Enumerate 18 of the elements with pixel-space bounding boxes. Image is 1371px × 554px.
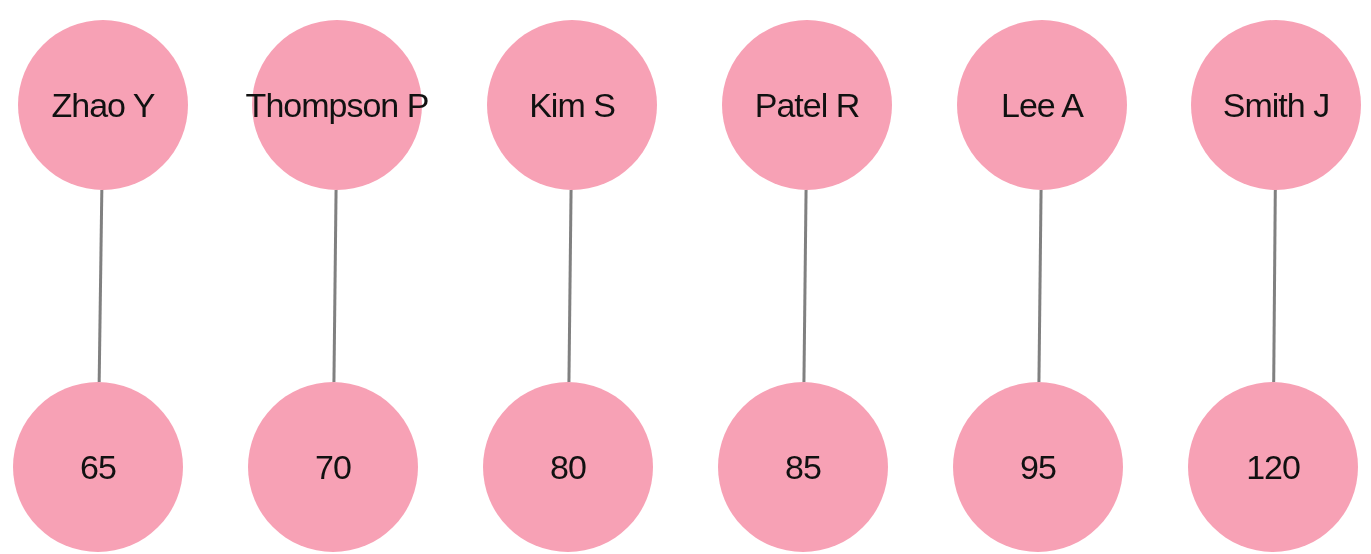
node-label: 65 <box>80 447 116 487</box>
node-label: Thompson P <box>245 85 429 125</box>
connector-line <box>332 189 338 383</box>
node-label: Patel R <box>754 85 860 125</box>
node-label: Kim S <box>529 85 615 125</box>
connector-line <box>97 189 104 383</box>
node-label: 95 <box>1020 447 1056 487</box>
connector-line <box>1037 189 1043 383</box>
node-label: Zhao Y <box>51 85 155 125</box>
connector-line <box>567 189 573 383</box>
node-label: 70 <box>315 447 351 487</box>
node-label: 80 <box>550 447 586 487</box>
node-label: Smith J <box>1222 85 1330 125</box>
connector-line <box>802 189 808 383</box>
connector-line <box>1272 190 1277 382</box>
node-label: Lee A <box>1001 85 1083 125</box>
node-label: 85 <box>785 447 821 487</box>
node-label: 120 <box>1246 447 1300 487</box>
